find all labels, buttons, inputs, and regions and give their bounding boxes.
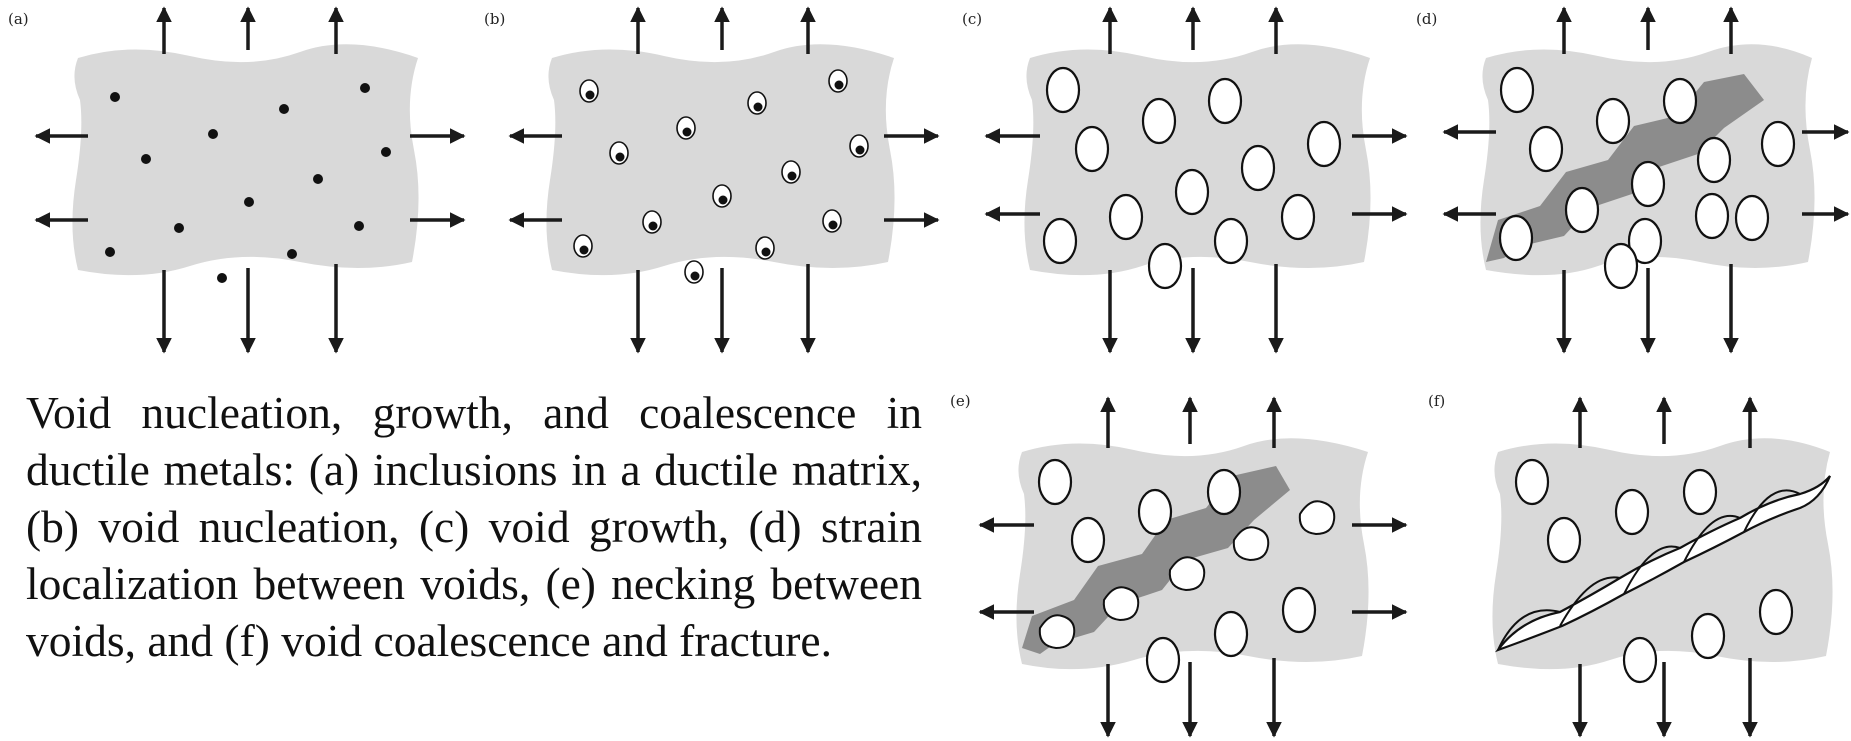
figure-caption: Void nucleation, growth, and coalescence… [26, 387, 922, 666]
panel-e-label: (e) [950, 392, 971, 410]
grown-voids [1037, 458, 1317, 684]
panel-d: (d) [1416, 6, 1850, 354]
panel-a: (a) [8, 6, 466, 354]
necking-voids [1038, 500, 1336, 650]
nucleated-voids [573, 69, 869, 284]
tension-arrows [34, 6, 466, 354]
fracture-crack [1494, 475, 1832, 653]
grown-voids [1498, 66, 1796, 290]
tension-arrows [508, 6, 940, 354]
grown-voids [1042, 66, 1342, 290]
panel-a-label: (a) [8, 10, 29, 28]
localization-band [1486, 74, 1764, 262]
grown-voids [1514, 458, 1794, 684]
panel-e: (e) [950, 392, 1408, 738]
tension-arrows [1572, 396, 1758, 738]
matrix-block [72, 44, 419, 276]
tension-arrows [978, 396, 1408, 738]
panel-d-label: (d) [1416, 10, 1437, 28]
tension-arrows [984, 6, 1408, 354]
panel-f: (f) [1428, 392, 1833, 738]
matrix-block [546, 44, 895, 276]
panel-c-label: (c) [962, 10, 982, 28]
inclusion-particles [105, 83, 391, 283]
panel-b-label: (b) [484, 10, 505, 28]
panel-b: (b) [484, 6, 940, 354]
panel-f-label: (f) [1428, 392, 1445, 410]
tension-arrows [1442, 6, 1850, 354]
panel-c: (c) [962, 6, 1408, 354]
